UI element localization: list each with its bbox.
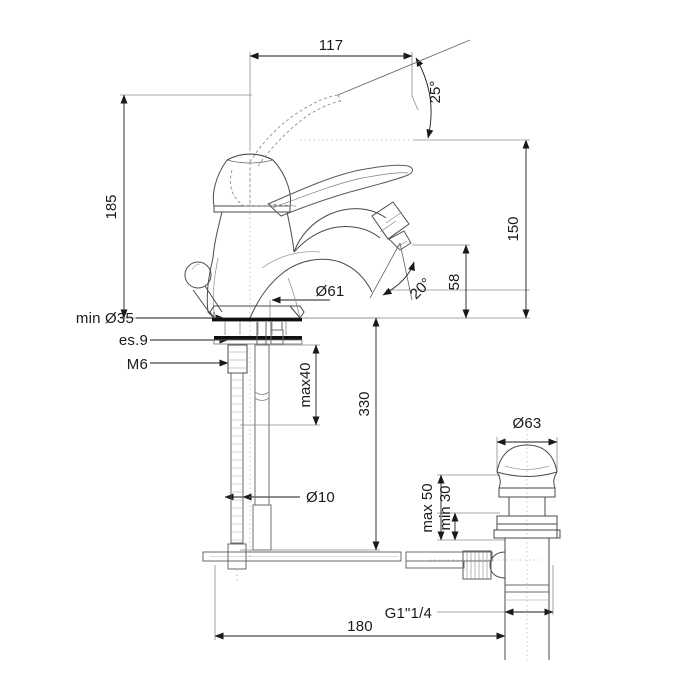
dim-bolt: M6 <box>127 356 148 373</box>
dim-right-height: 150 <box>505 216 522 241</box>
base-flange-assembly <box>209 305 305 345</box>
dim-outlet-angle: 20° <box>407 275 435 303</box>
popup-waste-assembly <box>405 444 561 660</box>
angle-25 <box>337 39 471 139</box>
dim-base-diameter: Ø61 <box>316 283 345 300</box>
dim-spout-height: 58 <box>446 274 463 291</box>
dim-hole-min: min Ø35 <box>76 310 134 327</box>
dim-left-height: 185 <box>103 194 120 219</box>
dim-thickness: es.9 <box>119 332 148 349</box>
dim-waste-min: min 30 <box>437 485 454 530</box>
popup-lift-knob <box>184 261 223 317</box>
dim-rod-length: 180 <box>347 618 373 635</box>
faucet-body-outline <box>206 153 413 319</box>
dim-counter-max: max40 <box>297 362 314 407</box>
dim-top-width: 117 <box>319 37 344 54</box>
dim-waste-max: max 50 <box>419 483 436 532</box>
dim-hose-length: 330 <box>356 391 373 416</box>
flexible-hose <box>252 322 284 551</box>
handle-open-dashed <box>230 94 342 207</box>
popup-linkage-rod <box>202 543 493 582</box>
dim-handle-angle: 25° <box>427 81 444 104</box>
dim-hose-diameter: Ø10 <box>306 489 335 506</box>
angle-20 <box>369 242 415 301</box>
centerlines <box>249 96 540 660</box>
dimension-lines <box>120 52 558 640</box>
dim-waste-thread: G1"1/4 <box>385 605 432 622</box>
dim-waste-cap-diameter: Ø63 <box>513 415 542 432</box>
m6-bolt-and-rod <box>227 344 248 544</box>
aerator-outlet <box>371 201 412 251</box>
